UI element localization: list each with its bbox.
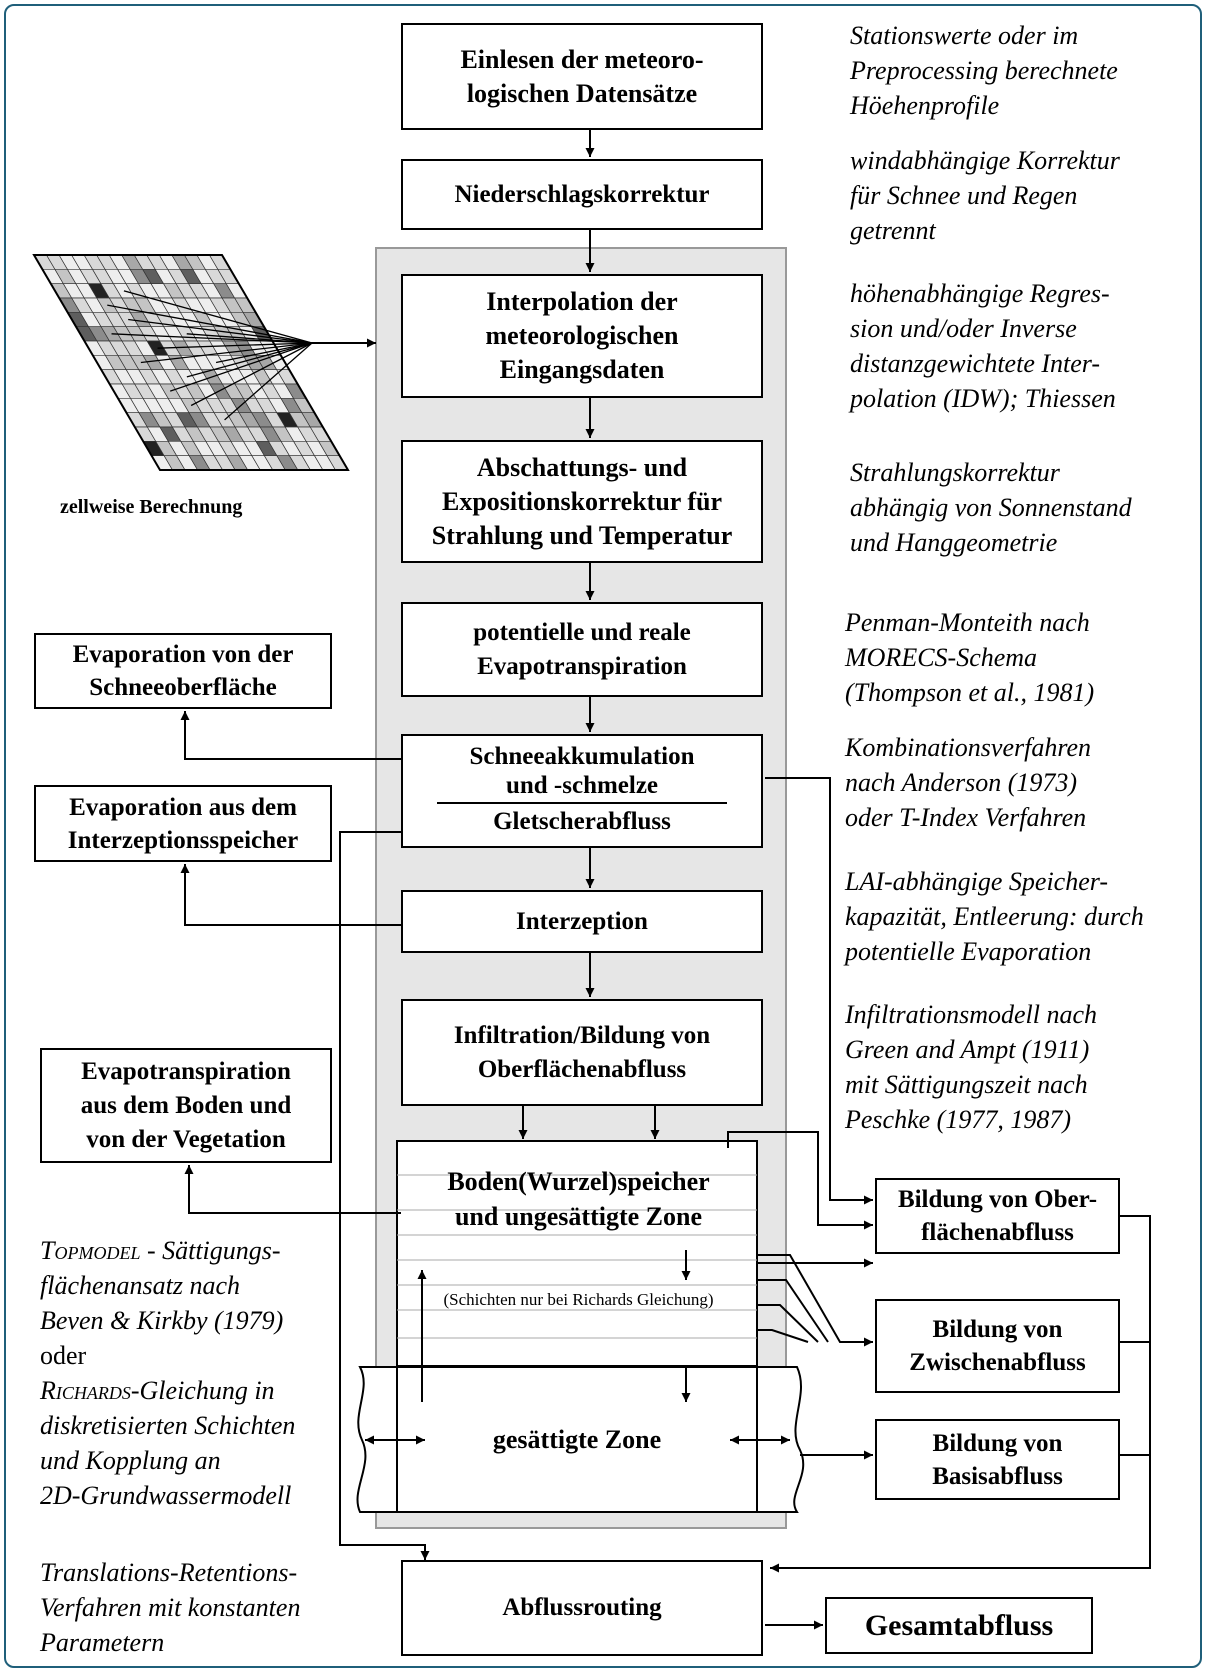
arrow-glacier-to-routing (339, 831, 430, 1560)
interpolation-ray (123, 290, 313, 344)
arrow-snow-to-snow-evap (180, 711, 401, 760)
interpolation-ray (215, 342, 313, 364)
arrow-layer2-to-interflow (757, 1279, 829, 1343)
interpolation-ray (190, 342, 313, 407)
note-snow-method: Kombinationsverfahren nach Anderson (197… (845, 733, 1092, 832)
infiltration-box: Infiltration/Bildung von Oberflächenabfl… (401, 999, 763, 1106)
note-station-values: Stationswerte oder im Preprocessing bere… (850, 21, 1118, 120)
read-data-box: Einlesen der meteoro- logischen Datensät… (401, 23, 763, 130)
interpolation-ray (157, 342, 313, 349)
snow-label-line1: Schneeakkumulation (469, 743, 695, 770)
figure-frame (4, 4, 1202, 1668)
interception-box: Interzeption (401, 890, 763, 953)
interpolation-ray (111, 333, 313, 344)
note-routing-method: Translations-Retentions- Verfahren mit k… (40, 1558, 301, 1657)
note-or: oder (40, 1341, 87, 1370)
interpolation-box: Interpolation der meteorologischen Einga… (401, 274, 763, 398)
interpolation-ray (169, 342, 313, 392)
note-topmodel-name: Topmodel (40, 1236, 141, 1265)
unsaturated-zone (396, 1140, 758, 1367)
soil-storage-label: Boden(Wurzel)speicher und ungesättigte Z… (447, 1167, 710, 1231)
surface-runoff-box: Bildung von Ober- flächenabfluss (875, 1178, 1120, 1254)
interpolation-ray (128, 318, 313, 344)
arrow-snow-to-surface-runoff (765, 777, 873, 1205)
grid-label: zellweise Berechnung (60, 496, 243, 518)
grid-outline (32, 254, 350, 471)
note-penman-monteith: Penman-Monteith nach MORECS-Schema (Thom… (845, 608, 1095, 707)
snow-box: Schneeakkumulation und -schmelze Gletsch… (401, 734, 763, 848)
arrow-infiltration-to-surface-runoff (727, 1131, 873, 1230)
arrow-layer3-to-interflow (757, 1304, 819, 1343)
interpolation-ray (186, 333, 313, 344)
interpolation-ray (224, 342, 313, 421)
interpolation-ray (107, 304, 313, 344)
note-richards-text: -Gleichung in diskretisierten Schichten … (40, 1376, 296, 1510)
precip-correction-box: Niederschlagskorrektur (401, 159, 763, 230)
saturated-zone-label: gesättigte Zone (492, 1425, 662, 1454)
layers-note: (Schichten nur bei Richards Gleichung) (443, 1290, 714, 1309)
snow-glacier-divider (437, 802, 727, 804)
note-wind-correction: windabhängige Korrektur für Schnee und R… (850, 146, 1120, 245)
interception-evaporation-box: Evaporation aus dem Interzeptionsspeiche… (34, 785, 332, 862)
snow-label-line2: und -schmelze (505, 772, 659, 799)
note-interpolation-method: höhenabhängige Regres- sion und/oder Inv… (850, 279, 1116, 413)
evapotranspiration-box: potentielle und reale Evapotranspiration (401, 602, 763, 697)
note-topmodel-text: - Sättigungs- flächenansatz nach Beven &… (40, 1236, 284, 1335)
soil-evapotranspiration-box: Evapotranspiration aus dem Boden und von… (40, 1048, 332, 1163)
total-runoff-box: Gesamtabfluss (825, 1597, 1093, 1654)
arrow-soil-to-soil-evap (184, 1165, 401, 1214)
snow-evaporation-box: Evaporation von der Schneeoberfläche (34, 633, 332, 709)
arrow-layer1-to-interflow (757, 1254, 873, 1347)
note-topmodel-richards: Topmodel - Sättigungs- flächenansatz nac… (40, 1233, 295, 1513)
note-lai-storage: LAI-abhängige Speicher- kapazität, Entle… (845, 867, 1144, 966)
interpolation-ray (140, 342, 313, 364)
interflow-box: Bildung von Zwischenabfluss (875, 1299, 1120, 1393)
note-radiation-correction: Strahlungskorrektur abhängig von Sonnens… (850, 458, 1132, 557)
note-infiltration-model: Infiltrationsmodell nach Green and Ampt … (845, 1000, 1098, 1134)
glacier-label: Gletscherabfluss (493, 808, 671, 835)
interpolation-ray (186, 342, 313, 378)
routing-box: Abflussrouting (401, 1560, 763, 1656)
shading-box: Abschattungs- und Expositionskorrektur f… (401, 440, 763, 563)
baseflow-box: Bildung von Basisabfluss (875, 1419, 1120, 1500)
arrow-runoff-collector-to-routing (770, 1215, 1151, 1573)
arrow-layer4-to-interflow (757, 1329, 809, 1343)
arrow-interception-to-interception-evap (180, 864, 401, 926)
raster-grid-illustration (32, 254, 350, 471)
note-richards-name: Richards (40, 1376, 131, 1405)
